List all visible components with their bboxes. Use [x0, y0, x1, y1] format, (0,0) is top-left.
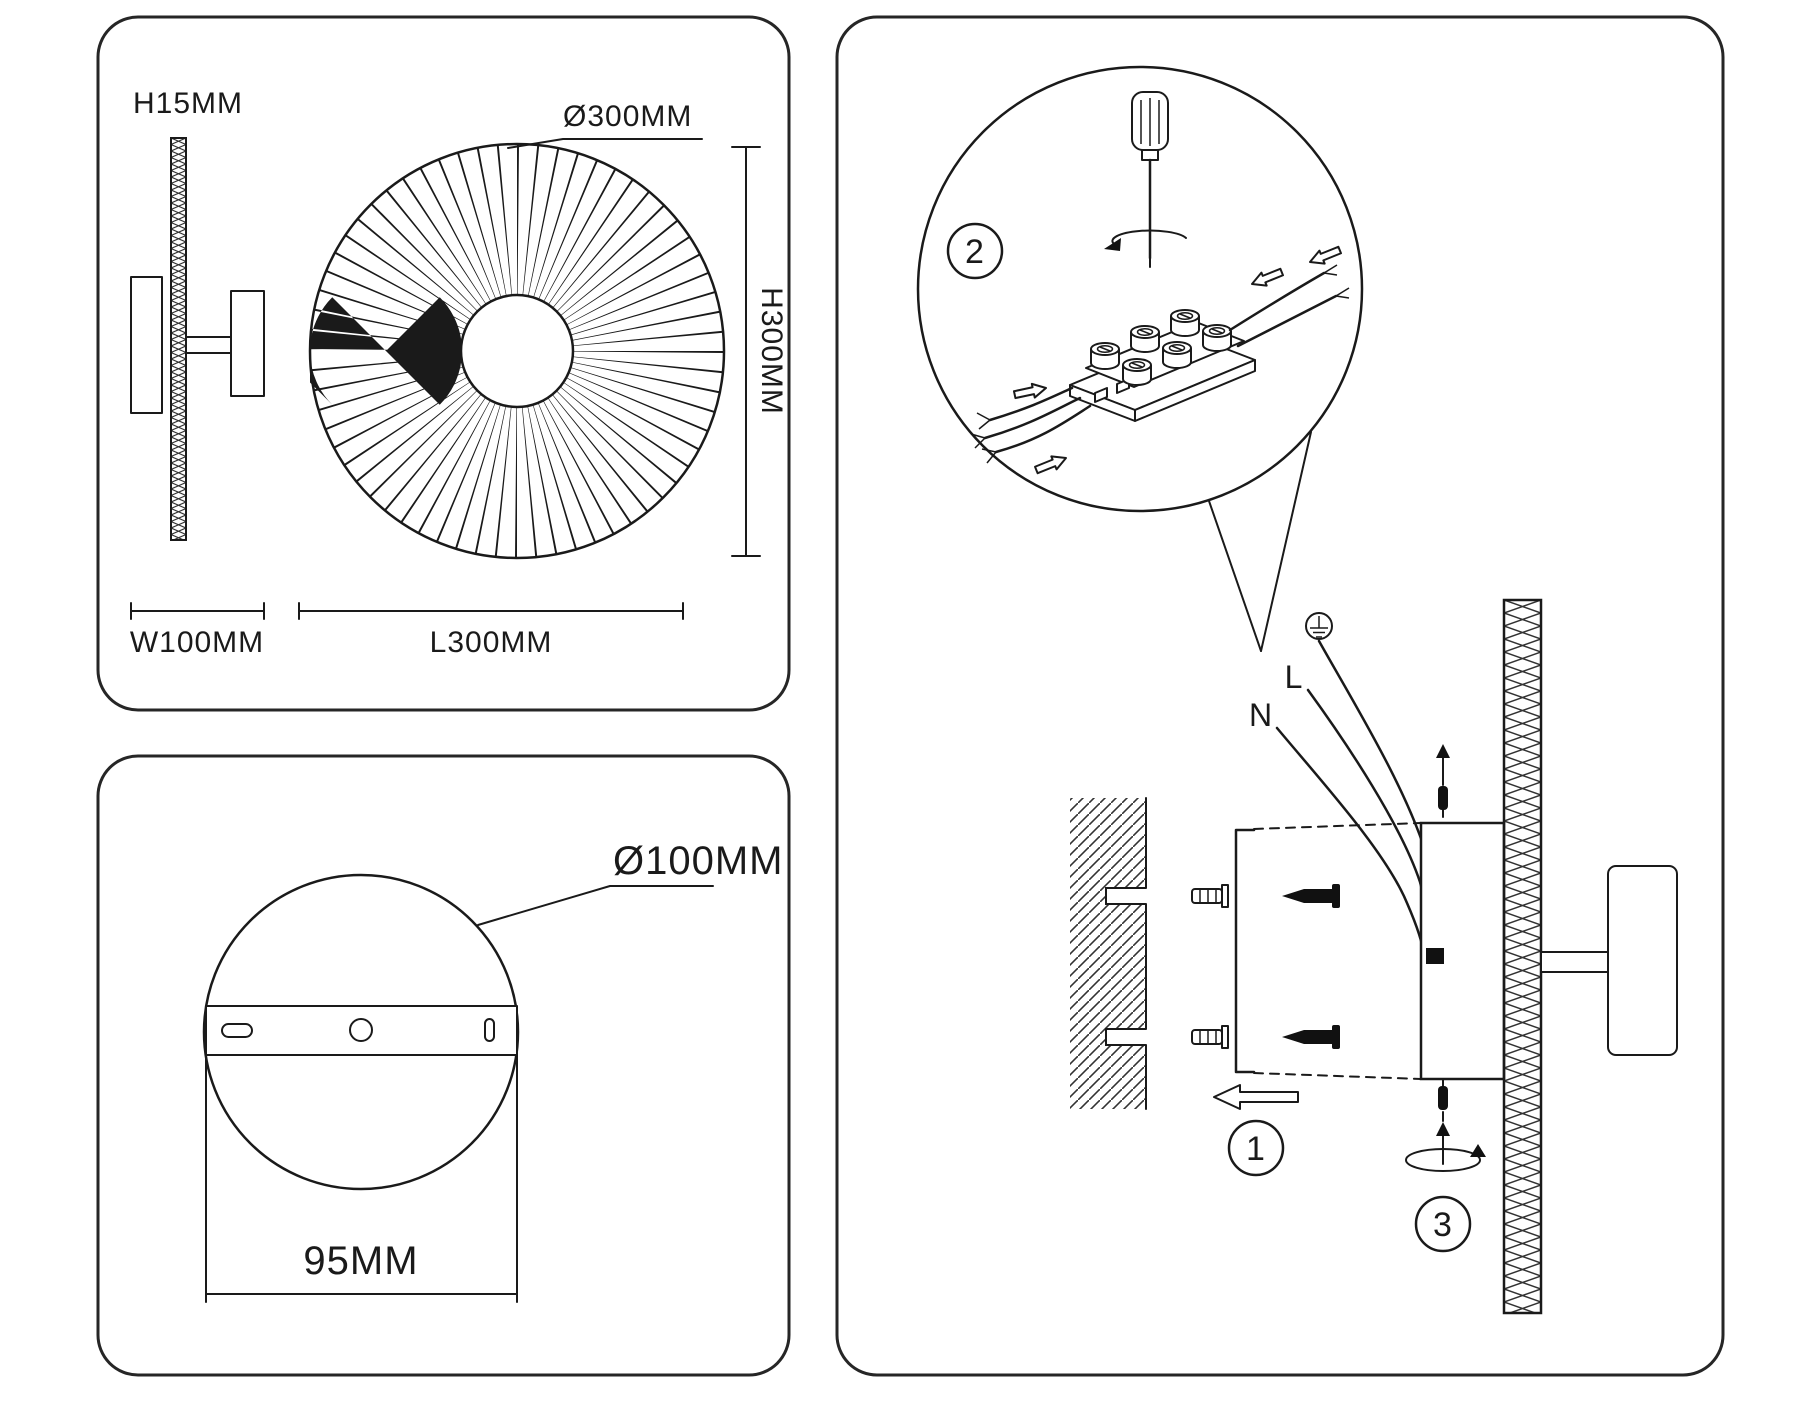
terminal-block [1069, 309, 1256, 422]
fixing-bolt-bottom [1438, 1086, 1448, 1110]
mount-center-hole [349, 1018, 373, 1042]
lamp-body [1607, 865, 1678, 1056]
width-dim-label: W100MM [130, 626, 264, 659]
lamp-side-view [130, 137, 265, 541]
diameter-leader-line [507, 138, 703, 149]
projection-line [1253, 1072, 1422, 1080]
dimension-annotations-top: H15MM Ø300MM H300MM W100MM L300MM [130, 87, 788, 659]
vertical-dim-label: H300MM [755, 287, 788, 415]
sunburst-pleats [310, 144, 724, 558]
mount-assembly [1234, 744, 1506, 1172]
rotate-indicator [1405, 1148, 1481, 1172]
wire-connector [1426, 948, 1444, 964]
panel-border [96, 754, 791, 1377]
mount-slot-right [484, 1018, 495, 1042]
step-2-number: 2 [965, 233, 985, 271]
screwdriver-ferrule [1141, 149, 1159, 161]
wall-hatch [1070, 798, 1146, 1109]
anchor-flange [1221, 1025, 1229, 1049]
diameter-dim-label: Ø300MM [563, 100, 692, 133]
dimension-annotations-bottom: Ø100MM 95MM [205, 839, 784, 1303]
screwdriver-icon [1104, 91, 1187, 268]
panel-mount-plate: Ø100MM 95MM [96, 754, 791, 1377]
screw-top [1282, 889, 1332, 903]
step-1-badge [1227, 1119, 1285, 1177]
hole-spacing-label: 95MM [303, 1239, 418, 1283]
terminal-wires [970, 242, 1350, 478]
wall-anchor-top [1191, 888, 1223, 904]
step-markers: 1 3 [1213, 1084, 1472, 1253]
rotate-arrow [1111, 229, 1187, 245]
disc-hub [459, 293, 575, 409]
balloon-tail [1260, 431, 1312, 652]
disc-edge-profile [1502, 598, 1543, 1315]
step-2-badge [946, 222, 1004, 280]
live-wire-label: L [1285, 659, 1304, 695]
lamp-mounted-side [1502, 598, 1678, 1315]
projection-line [1253, 822, 1422, 830]
mount-slot-left [221, 1023, 253, 1038]
wiring-detail-balloon: 2 [916, 65, 1364, 652]
neutral-wire-label: N [1249, 697, 1273, 733]
wall-section [1070, 797, 1147, 1110]
step-3-badge [1414, 1195, 1472, 1253]
length-dim-label: L300MM [430, 626, 553, 659]
mount-bar [205, 1005, 518, 1056]
drill-hole-bottom [1105, 1028, 1146, 1046]
panel-installation: 2 [835, 15, 1725, 1377]
fixing-bolt-top [1438, 786, 1448, 810]
slide-direction-arrow [1213, 1084, 1299, 1110]
anchor-flange [1221, 884, 1229, 908]
height-dim-label: H15MM [133, 87, 243, 120]
panel-lamp-dimensions: H15MM Ø300MM H300MM W100MM L300MM [96, 15, 791, 712]
disc-edge-profile [170, 137, 187, 541]
balloon-circle [916, 65, 1364, 513]
step-3-number: 3 [1433, 1206, 1453, 1244]
lamp-arm [1540, 951, 1609, 973]
ground-symbol-icon [1305, 612, 1333, 640]
canopy-side [130, 276, 163, 414]
mounting-bracket [1234, 828, 1256, 1074]
arm-side [185, 336, 232, 354]
wall-anchor-bottom [1191, 1029, 1223, 1045]
drill-hole-top [1105, 887, 1146, 905]
lamp-body-side [230, 290, 265, 397]
diameter-leader-line [477, 885, 714, 926]
screw-bottom [1282, 1030, 1332, 1044]
disc-outline [308, 142, 726, 560]
fasteners [1191, 884, 1340, 1049]
step-1-number: 1 [1246, 1130, 1266, 1168]
lamp-front-view [308, 142, 726, 560]
balloon-tail [1208, 500, 1262, 652]
mount-plate-detail [202, 873, 520, 1191]
plate-diameter-label: Ø100MM [613, 839, 784, 883]
